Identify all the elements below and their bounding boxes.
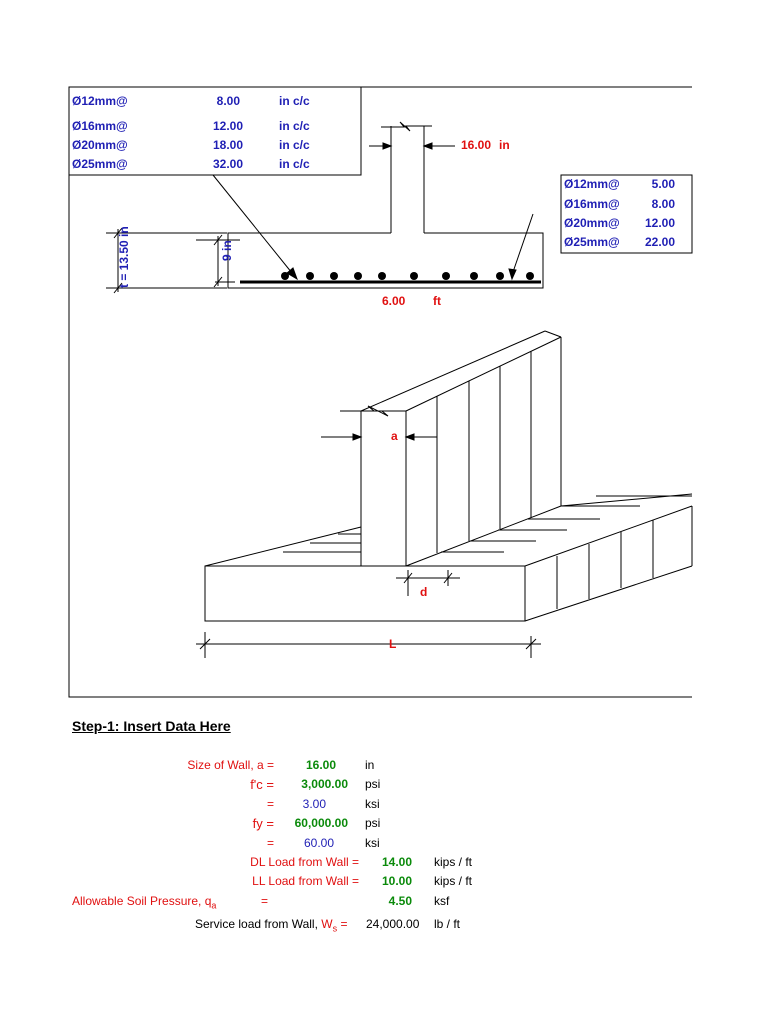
soil-pressure-unit: ksf xyxy=(434,894,450,908)
fy-psi-unit: psi xyxy=(365,816,381,830)
top-row-4-bar: Ø25mm@ xyxy=(72,157,128,171)
iso-label-a: a xyxy=(391,429,398,443)
total-depth-value: 13.50 xyxy=(117,240,131,270)
top-row-1-bar: Ø12mm@ xyxy=(72,94,128,108)
wall-thickness-unit: in xyxy=(499,138,510,152)
top-row-2-bar: Ø16mm@ xyxy=(72,119,128,133)
section-width-value: 6.00 xyxy=(382,294,406,308)
fc-ksi-value: 3.00 xyxy=(302,797,326,811)
top-row-2-spacing: 12.00 xyxy=(213,119,243,133)
wall-thickness-value: 16.00 xyxy=(461,138,491,152)
top-row-3-unit: in c/c xyxy=(279,138,310,152)
top-row-3-spacing: 18.00 xyxy=(213,138,243,152)
soil-pressure-label: Allowable Soil Pressure, qa xyxy=(72,894,216,910)
fy-psi-value[interactable]: 60,000.00 xyxy=(294,816,348,830)
fy-ksi-unit: ksi xyxy=(365,836,380,850)
right-rebar-table: Ø12mm@ 5.00 Ø16mm@ 8.00 Ø20mm@ 12.00 Ø25… xyxy=(564,177,675,249)
right-row-4-spacing: 22.00 xyxy=(645,235,675,249)
rebar-dots xyxy=(281,272,534,280)
iso-label-d: d xyxy=(420,585,427,599)
iso-footing xyxy=(196,330,693,658)
top-row-4-spacing: 32.00 xyxy=(213,157,243,171)
soil-pressure-value[interactable]: 4.50 xyxy=(388,894,412,908)
dl-load-label: DL Load from Wall = xyxy=(250,855,359,869)
service-symbol-sub: s xyxy=(332,923,338,934)
wall-size-label: Size of Wall, a = xyxy=(187,758,274,772)
effective-depth-value: 9 xyxy=(220,254,234,261)
top-row-4-unit: in c/c xyxy=(279,157,310,171)
soil-pressure-sub: a xyxy=(211,900,217,911)
iso-label-L: L xyxy=(389,637,396,651)
drawing-frame xyxy=(68,87,692,698)
top-row-3-bar: Ø20mm@ xyxy=(72,138,128,152)
fy-ksi-eq: = xyxy=(266,836,274,850)
top-rebar-table: Ø12mm@ 8.00 in c/c Ø16mm@ 12.00 in c/c Ø… xyxy=(72,94,310,171)
wall-size-unit: in xyxy=(365,758,375,772)
fy-label: fy = xyxy=(252,816,274,831)
total-depth-unit: in xyxy=(117,226,131,237)
right-rebar-table-box xyxy=(560,174,693,254)
soil-pressure-eq: = xyxy=(261,894,269,908)
fc-ksi-unit: ksi xyxy=(365,797,380,811)
right-row-3-spacing: 12.00 xyxy=(645,216,675,230)
service-symbol-w: W xyxy=(321,917,333,931)
service-load-unit: lb / ft xyxy=(434,917,461,931)
service-eq: = xyxy=(340,917,348,931)
ll-load-unit: kips / ft xyxy=(434,874,473,888)
top-row-1-spacing: 8.00 xyxy=(217,94,241,108)
service-load-text: Service load from Wall, xyxy=(195,917,318,931)
effective-depth-label: 9 in xyxy=(220,240,234,261)
right-row-1-bar: Ø12mm@ xyxy=(564,177,620,191)
section-width-unit: ft xyxy=(433,294,441,308)
total-depth-prefix: t = xyxy=(117,270,131,288)
total-depth-label: t = 13.50 in xyxy=(117,226,131,288)
service-load-symbol: Ws = xyxy=(321,917,348,934)
wall-size-value[interactable]: 16.00 xyxy=(305,758,336,772)
fc-label: f'c = xyxy=(250,777,274,792)
dl-load-value[interactable]: 14.00 xyxy=(381,855,412,869)
service-load-label: Service load from Wall, Ws = xyxy=(195,917,347,933)
right-row-1-spacing: 5.00 xyxy=(652,177,676,191)
ll-load-label: LL Load from Wall = xyxy=(252,874,359,888)
right-row-3-bar: Ø20mm@ xyxy=(564,216,620,230)
soil-pressure-text: Allowable Soil Pressure, q xyxy=(72,894,212,908)
ll-load-value[interactable]: 10.00 xyxy=(381,874,412,888)
right-row-2-spacing: 8.00 xyxy=(652,197,676,211)
fc-psi-value[interactable]: 3,000.00 xyxy=(301,777,348,791)
top-row-1-unit: in c/c xyxy=(279,94,310,108)
top-row-2-unit: in c/c xyxy=(279,119,310,133)
effective-depth-unit: in xyxy=(220,240,234,251)
fc-ksi-eq: = xyxy=(266,797,274,811)
top-rebar-table-box xyxy=(68,86,362,176)
fy-ksi-value: 60.00 xyxy=(303,836,334,850)
footing-section xyxy=(106,121,544,294)
fc-psi-unit: psi xyxy=(365,777,381,791)
step-1-title: Step-1: Insert Data Here xyxy=(72,718,231,734)
dl-load-unit: kips / ft xyxy=(434,855,473,869)
right-row-4-bar: Ø25mm@ xyxy=(564,235,620,249)
right-row-2-bar: Ø16mm@ xyxy=(564,197,620,211)
service-load-value: 24,000.00 xyxy=(366,917,420,931)
